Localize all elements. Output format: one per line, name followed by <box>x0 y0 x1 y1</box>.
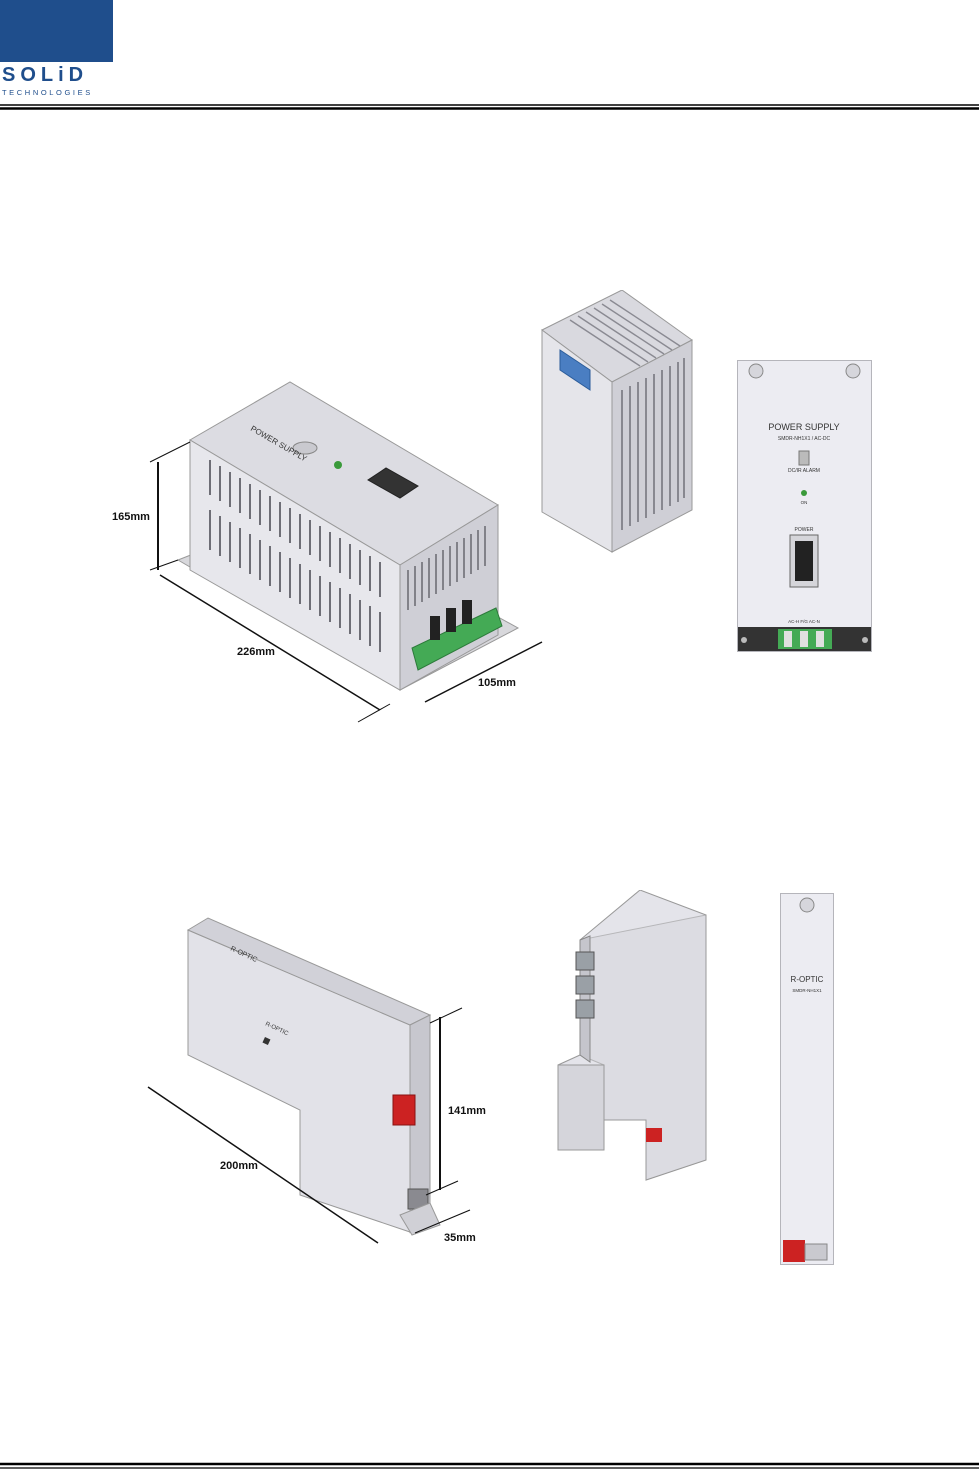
ps-panel-model: SMDR-NH1X1 / AC-DC <box>778 436 831 442</box>
ro-depth-dim: 35mm <box>444 1232 476 1244</box>
ps-power-label: POWER <box>795 527 814 533</box>
footer-rule <box>0 1462 979 1470</box>
ro-height-dim: 141mm <box>448 1105 486 1117</box>
r-optic-iso-figure: R-OPTIC R-OPTIC 200mm 141mm 35mm <box>130 905 500 1255</box>
ro-length-dim: 200mm <box>220 1160 258 1172</box>
ro-panel-title: R-OPTIC <box>791 975 824 984</box>
logo-subtitle: TECHNOLOGIES <box>2 88 93 97</box>
r-optic-front-panel: R-OPTIC SMDR-NH1X1 <box>780 893 834 1265</box>
r-optic-side-figure <box>550 890 710 1185</box>
logo-brand: SOLiD <box>2 64 88 86</box>
power-supply-rear-figure <box>530 290 700 560</box>
ps-led-label: ON <box>801 500 808 505</box>
ro-panel-model: SMDR-NH1X1 <box>792 988 822 993</box>
ps-panel-title: POWER SUPPLY <box>768 422 839 432</box>
header-rule <box>0 104 979 110</box>
power-supply-iso-figure: POWER SUPPLY 165mm 226mm 105mm <box>100 370 560 730</box>
ps-terminal-labels: AC-H F/G AC-N <box>788 619 820 624</box>
power-supply-front-panel: POWER SUPPLY SMDR-NH1X1 / AC-DC DC/IR AL… <box>737 360 872 652</box>
company-logo: SOLiD TECHNOLOGIES <box>0 0 113 98</box>
ps-height-dim: 165mm <box>112 511 150 523</box>
ps-length-dim: 226mm <box>237 646 275 658</box>
ps-depth-dim: 105mm <box>478 677 516 689</box>
ps-alarm-label: DC/IR ALARM <box>788 468 820 474</box>
